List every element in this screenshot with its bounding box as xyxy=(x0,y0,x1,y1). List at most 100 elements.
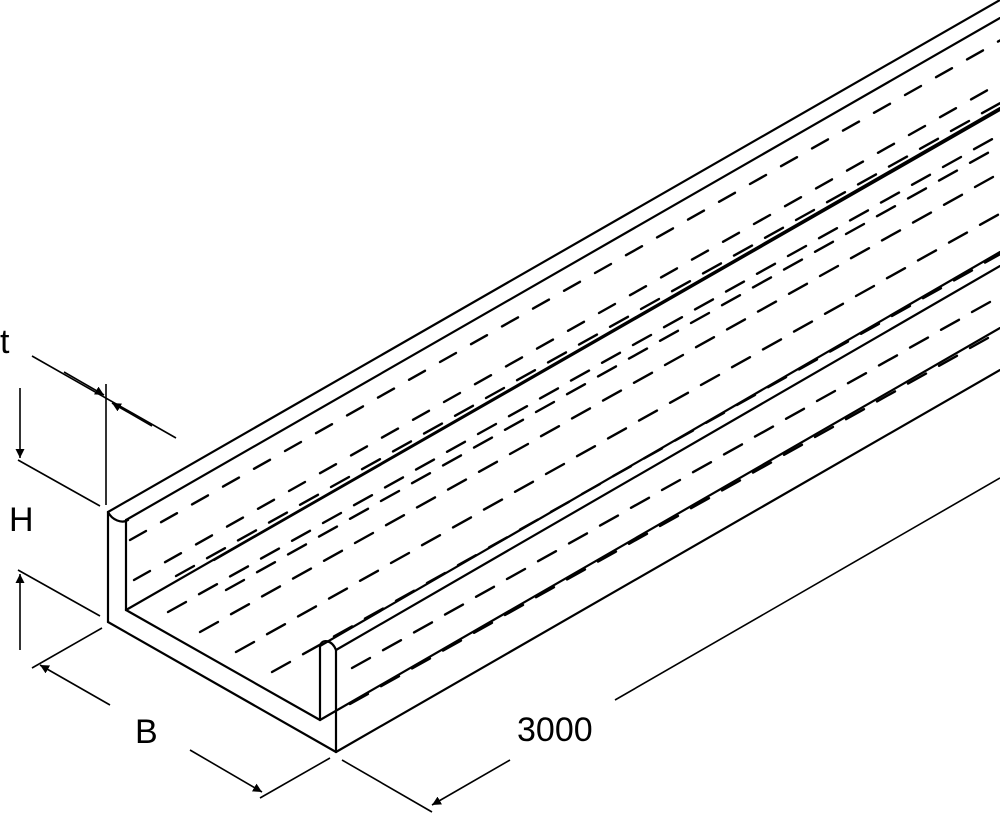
base-slot xyxy=(885,267,907,280)
base-slot xyxy=(410,472,432,485)
base-slot xyxy=(725,318,747,331)
base-slot xyxy=(363,607,385,620)
base-slot xyxy=(921,287,943,300)
right-wall-slot xyxy=(381,639,403,652)
base-slot xyxy=(828,340,850,353)
base-slot xyxy=(291,567,313,580)
right-wall-slot xyxy=(412,621,434,634)
base-slot xyxy=(267,511,289,524)
base-slot xyxy=(327,587,349,600)
base-slot xyxy=(414,458,436,471)
left-wall-slot xyxy=(938,106,958,119)
left-wall-slot xyxy=(283,440,303,453)
base-slot xyxy=(879,191,901,204)
right-wall-slot xyxy=(443,603,465,616)
base-slot xyxy=(570,407,592,420)
base-slot xyxy=(332,625,354,638)
width-extension-right xyxy=(259,757,331,799)
left-wall-slot xyxy=(504,356,524,368)
right-wall-slot xyxy=(472,621,494,634)
left-wall-slot xyxy=(593,262,613,275)
left-wall-slot xyxy=(690,249,710,261)
base-slot xyxy=(817,226,839,240)
base-slot xyxy=(880,229,902,242)
base-slot xyxy=(425,571,447,585)
base-slot xyxy=(260,585,282,598)
left-wall-top-edge xyxy=(106,0,1000,514)
left-wall-slot xyxy=(163,552,183,564)
base-slot xyxy=(751,276,773,289)
base-slot xyxy=(507,405,529,418)
length-extension-front xyxy=(341,759,433,813)
left-wall-slot xyxy=(221,476,241,488)
left-wall-slot xyxy=(535,338,555,350)
left-wall-slot xyxy=(876,142,896,155)
base-slot xyxy=(844,222,866,236)
base-slot xyxy=(782,258,804,271)
base-slot xyxy=(565,383,587,396)
base-slot xyxy=(787,282,809,295)
base-slot xyxy=(968,151,990,165)
base-slot xyxy=(704,411,726,424)
base-slot xyxy=(379,489,401,503)
base-slot xyxy=(538,387,560,400)
base-slot xyxy=(596,365,618,378)
base-slot xyxy=(518,518,540,531)
base-slot xyxy=(476,422,498,436)
left-wall-slot xyxy=(903,84,923,97)
base-slot xyxy=(699,373,721,387)
left-wall-slot xyxy=(717,191,737,204)
base-slot xyxy=(508,442,530,456)
left-wall-slot xyxy=(438,351,458,364)
length-dimension-right xyxy=(614,477,1000,701)
right-wall-slot xyxy=(937,354,959,367)
base-slot xyxy=(668,391,690,404)
base-slot xyxy=(910,173,932,187)
base-slot xyxy=(298,493,320,506)
right-wall-slot xyxy=(379,675,401,688)
base-slot xyxy=(265,623,287,636)
left-wall-slot xyxy=(531,298,551,310)
base-slot xyxy=(352,494,374,507)
height-label: H xyxy=(9,501,34,539)
base-slot xyxy=(856,173,878,186)
left-wall-slot xyxy=(624,244,644,257)
base-slot xyxy=(484,386,506,400)
base-slot xyxy=(825,190,847,204)
right-wall-slot xyxy=(629,496,651,509)
base-slot xyxy=(224,578,246,592)
left-wall-slot xyxy=(841,120,861,132)
right-wall-slot xyxy=(441,639,463,652)
height-extension-bottom xyxy=(17,569,101,617)
base-front-edge xyxy=(106,620,338,754)
base-slot xyxy=(391,440,413,453)
width-dimension-left xyxy=(39,664,111,706)
base-slot xyxy=(420,534,442,547)
left-wall-slot xyxy=(376,387,396,399)
base-slot xyxy=(422,422,444,435)
base-slot xyxy=(786,244,808,258)
base-slot xyxy=(453,404,475,417)
right-wall-slot xyxy=(503,603,525,617)
right-wall-slot xyxy=(844,408,866,421)
base-slot xyxy=(290,529,312,542)
base-slot xyxy=(670,280,692,293)
base-slot xyxy=(546,351,568,364)
base-slot xyxy=(937,169,959,182)
base-slot xyxy=(875,204,897,218)
base-slot xyxy=(942,193,964,207)
left-wall-slot xyxy=(318,463,338,475)
base-slot xyxy=(980,101,1000,115)
base-slot xyxy=(663,353,685,367)
length-dimension-left xyxy=(431,759,511,806)
base-slot xyxy=(735,393,757,407)
left-wall-slot xyxy=(907,124,927,137)
left-wall-slot xyxy=(845,160,865,172)
right-wall-slot xyxy=(536,550,558,563)
right-wall-slot xyxy=(691,461,713,474)
left-wall-slot xyxy=(349,445,369,457)
left-wall-slot xyxy=(810,138,830,150)
base-slot xyxy=(482,498,504,511)
left-wall-slot xyxy=(659,267,679,279)
right-wall-slot xyxy=(348,692,370,706)
